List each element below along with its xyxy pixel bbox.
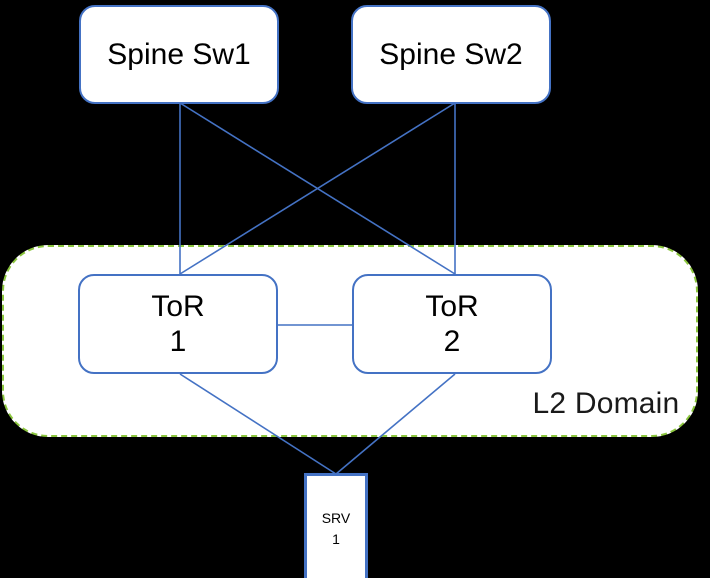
node-spine-sw1[interactable]: Spine Sw1 bbox=[79, 5, 279, 104]
node-tor-2-label-line2: 2 bbox=[443, 325, 461, 358]
node-spine-sw2-label: Spine Sw2 bbox=[379, 38, 523, 71]
node-srv-1[interactable]: SRV 1 bbox=[304, 473, 368, 578]
node-tor-1-label-line2: 1 bbox=[169, 325, 187, 358]
node-srv-1-label-line1: SRV bbox=[321, 510, 351, 526]
node-spine-sw1-label: Spine Sw1 bbox=[107, 38, 251, 71]
node-spine-sw2[interactable]: Spine Sw2 bbox=[351, 5, 551, 104]
node-srv-1-label-line2: 1 bbox=[332, 531, 340, 547]
node-tor-2-label-line1: ToR bbox=[425, 289, 479, 323]
node-tor-2[interactable]: ToR 2 bbox=[352, 274, 552, 374]
l2-domain-label: L2 Domain bbox=[532, 387, 680, 420]
node-tor-1[interactable]: ToR 1 bbox=[78, 274, 278, 374]
node-tor-1-label-line1: ToR bbox=[151, 289, 205, 323]
